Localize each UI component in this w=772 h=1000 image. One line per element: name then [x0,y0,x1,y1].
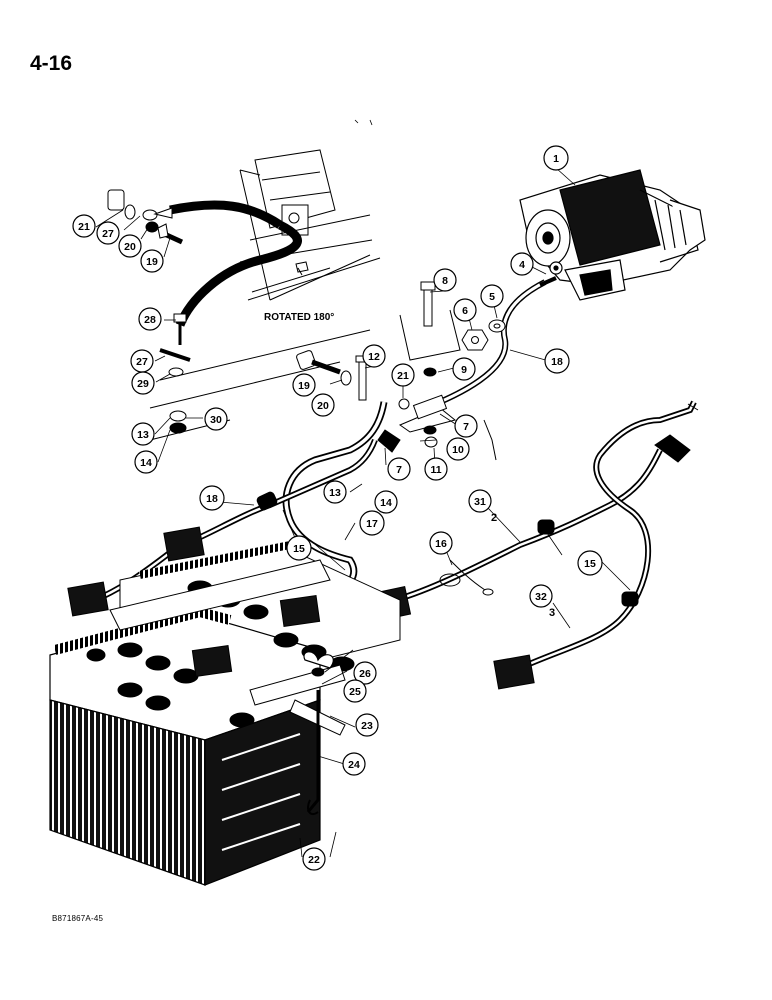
svg-text:21: 21 [78,221,90,233]
ground-cable-16 [439,559,494,596]
svg-text:4: 4 [519,259,525,271]
callout-15-left: 15 [286,535,312,561]
callout-27-inset: 27 [96,221,120,245]
svg-text:19: 19 [146,256,158,268]
callout-11: 11 [424,457,448,481]
callout-21-inset: 21 [72,214,96,238]
callout-13-mid: 13 [323,480,347,504]
svg-text:18: 18 [551,356,563,368]
svg-text:6: 6 [462,305,468,317]
callout-1: 1 [543,145,569,171]
callout-27-lower: 27 [130,349,154,373]
callout-25: 25 [343,679,367,703]
svg-text:22: 22 [308,854,320,866]
callout-24: 24 [342,752,366,776]
page-number: 4-16 [30,52,73,75]
callout-5: 5 [480,284,504,308]
callout-6: 6 [453,298,477,322]
svg-text:29: 29 [137,378,149,390]
callout-4: 4 [510,252,534,276]
svg-text:18: 18 [206,493,218,505]
svg-text:8: 8 [442,275,448,287]
callout-31: 31 [468,489,492,513]
svg-text:27: 27 [136,356,148,368]
svg-text:19: 19 [298,380,310,392]
callout-30: 30 [204,407,228,431]
callout-20-inset: 20 [118,234,142,258]
svg-text:7: 7 [396,464,402,476]
svg-text:27: 27 [102,228,114,240]
svg-text:21: 21 [397,370,409,382]
svg-text:28: 28 [144,314,156,326]
callout-8: 8 [433,268,457,292]
svg-text:9: 9 [461,364,467,376]
svg-text:15: 15 [293,543,305,555]
callout-12: 12 [362,344,386,368]
callout-10: 10 [446,437,470,461]
callout-19-mid: 19 [292,373,316,397]
callout-7-left: 7 [387,457,411,481]
svg-text:25: 25 [349,686,361,698]
svg-text:7: 7 [463,421,469,433]
callout-21-mid: 21 [391,363,415,387]
svg-text:30: 30 [210,414,222,426]
callout-28: 28 [138,307,162,331]
svg-text:23: 23 [361,720,373,732]
callout-20-mid: 20 [311,393,335,417]
svg-text:14: 14 [140,457,152,469]
callout-15-right: 15 [577,550,603,576]
svg-text:1: 1 [553,153,559,165]
callout-17: 17 [359,510,385,536]
battery-cable-17 [282,401,401,604]
svg-text:15: 15 [584,558,596,570]
svg-text:10: 10 [452,444,464,456]
svg-text:24: 24 [348,759,360,771]
svg-text:13: 13 [329,487,341,499]
drawing-code: B871867A-45 [52,914,104,923]
svg-text:20: 20 [124,241,136,253]
callout-29: 29 [131,371,155,395]
label-3: 3 [549,607,555,619]
rotated-note: ROTATED 180° [264,312,335,323]
battery-cable-18 [67,438,378,617]
starter-cable [418,276,557,413]
svg-text:32: 32 [535,591,547,603]
callout-26: 26 [353,661,377,685]
bracket-hardware [296,281,506,448]
svg-text:16: 16 [435,538,447,550]
svg-text:31: 31 [474,496,486,508]
callout-16: 16 [429,531,453,555]
callout-23: 23 [355,713,379,737]
callout-9: 9 [452,357,476,381]
svg-text:14: 14 [380,497,392,509]
callout-22: 22 [302,847,326,871]
svg-text:26: 26 [359,668,371,680]
callout-32: 32 [529,584,553,608]
callout-18-left: 18 [199,485,225,511]
starter-motor [519,169,706,301]
callout-18-top: 18 [544,348,570,374]
callout-14-inset: 14 [134,450,158,474]
batteries [49,541,401,886]
battery-cable-3 [483,400,699,690]
callout-14-mid: 14 [374,490,398,514]
callout-19-inset: 19 [140,249,164,273]
svg-text:17: 17 [366,518,378,530]
svg-text:5: 5 [489,291,495,303]
svg-text:13: 13 [137,429,149,441]
svg-text:11: 11 [430,464,441,476]
callout-7-right: 7 [454,414,478,438]
svg-text:20: 20 [317,400,329,412]
ground-strap-inset [107,119,381,441]
svg-text:12: 12 [368,351,380,363]
label-2: 2 [491,512,497,524]
callout-13-inset: 13 [131,422,155,446]
